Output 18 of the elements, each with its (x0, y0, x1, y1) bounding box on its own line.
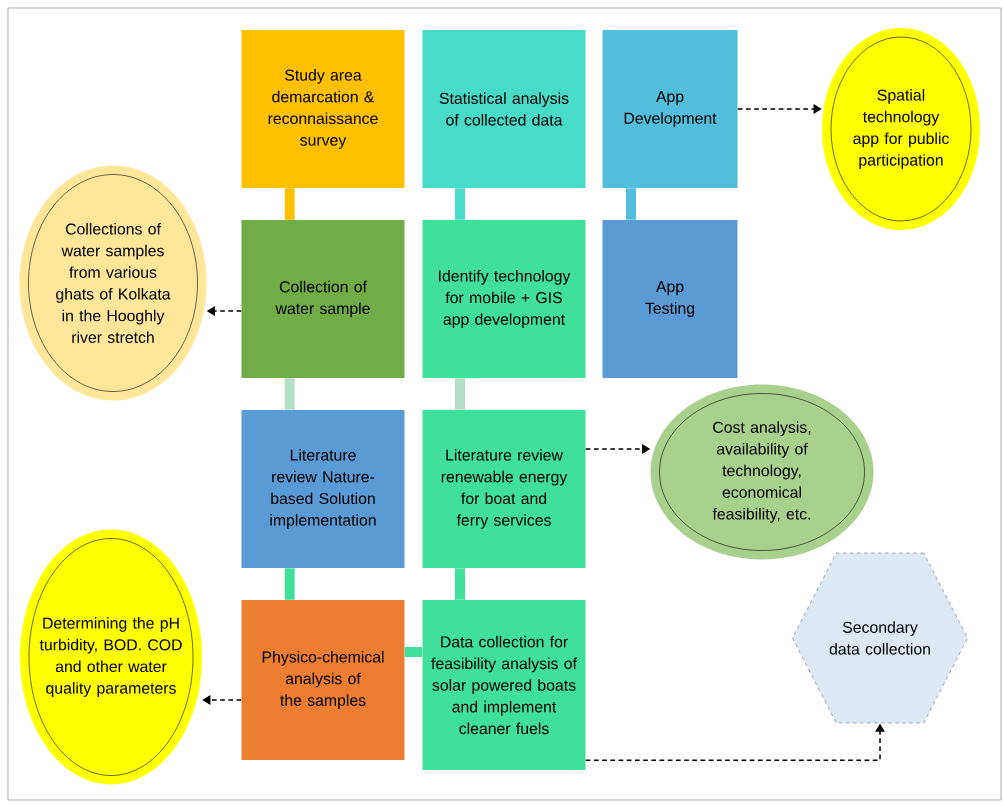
connector-bar (455, 188, 465, 220)
connector-bar (626, 188, 636, 220)
process-box: Physico-chemical analysis of the samples (241, 600, 405, 760)
process-box: Statistical analysis of collected data (422, 30, 586, 188)
process-box: Study area demarcation & reconnaissance survey (241, 30, 405, 188)
process-box: Literature review renewable energy for boat and ferry services (422, 410, 586, 568)
process-box: Literature review Nature-based Solution implementation (241, 410, 405, 568)
connector-bar (284, 188, 295, 220)
process-box: Identify technology for mobile + GIS app development (422, 220, 586, 378)
process-box: Collection of water sample (241, 220, 405, 378)
process-box: App Development (602, 30, 738, 188)
connector-bar (455, 378, 465, 410)
connector-bar (455, 568, 465, 600)
connector-bar (284, 378, 295, 410)
process-box: App Testing (602, 220, 738, 378)
process-box: Data collection for feasibility analysis of solar powered boats and implement cleaner fuels (422, 600, 586, 770)
connector-bar (284, 568, 295, 600)
connector-bar (404, 647, 423, 657)
